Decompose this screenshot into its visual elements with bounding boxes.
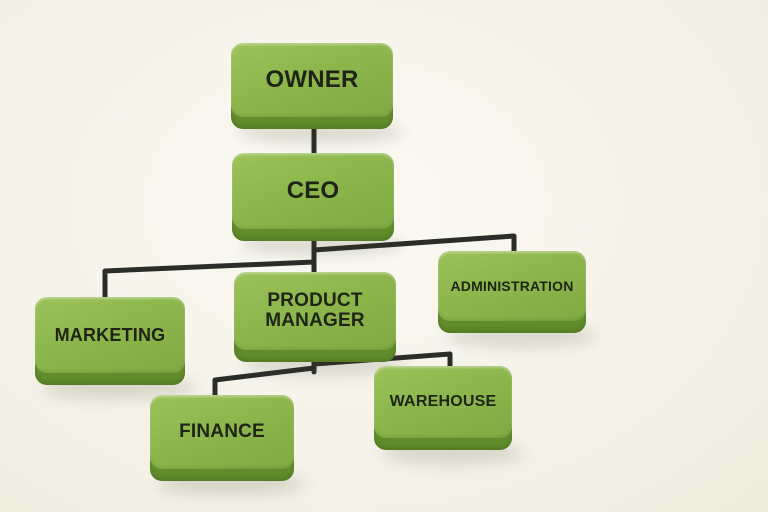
edge-ceo-marketing bbox=[102, 259, 317, 309]
edge-ceo-administration bbox=[311, 233, 517, 261]
node-label-product-manager: PRODUCT MANAGER bbox=[265, 290, 365, 331]
node-owner: OWNER bbox=[231, 43, 403, 143]
node-warehouse: WAREHOUSE bbox=[374, 366, 522, 464]
node-label-warehouse: WAREHOUSE bbox=[389, 392, 497, 410]
node-label-administration: ADMINISTRATION bbox=[450, 277, 574, 294]
node-label-owner: OWNER bbox=[265, 66, 359, 94]
node-label-marketing: MARKETING bbox=[54, 324, 166, 345]
node-product-manager: PRODUCT MANAGER bbox=[234, 272, 406, 376]
node-finance: FINANCE bbox=[150, 395, 304, 495]
node-label-finance: FINANCE bbox=[179, 421, 265, 443]
node-label-ceo: CEO bbox=[286, 177, 340, 205]
node-administration: ADMINISTRATION bbox=[438, 251, 596, 347]
node-ceo: CEO bbox=[232, 153, 404, 255]
node-marketing: MARKETING bbox=[35, 297, 195, 399]
